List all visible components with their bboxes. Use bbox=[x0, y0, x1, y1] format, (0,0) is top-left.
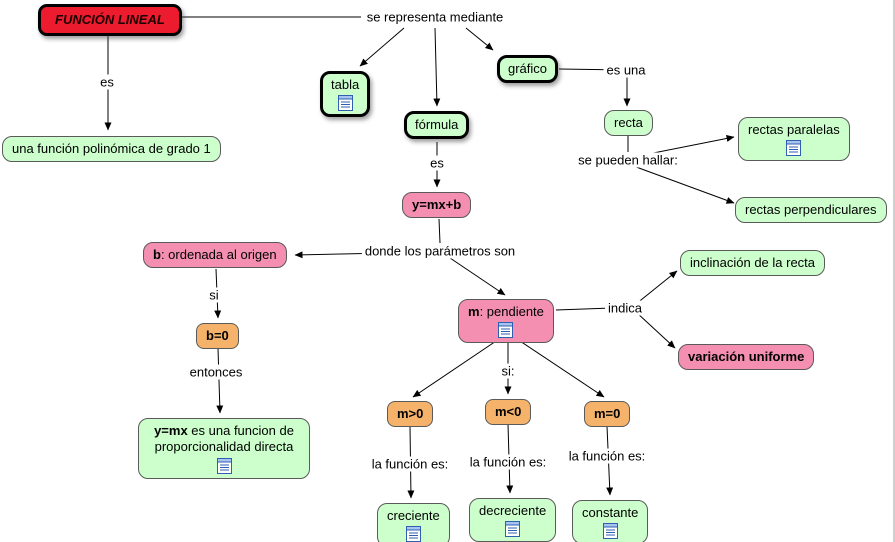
node-recta[interactable]: recta bbox=[604, 110, 653, 137]
edge-pendiente-to-indica bbox=[555, 307, 613, 311]
node-rectas-paralelas[interactable]: rectas paralelas bbox=[738, 117, 850, 162]
node-funcion-lineal[interactable]: FUNCIÓN LINEAL bbox=[38, 4, 182, 37]
node-ymxb[interactable]: y=mx+b bbox=[402, 192, 472, 219]
link-label-se-representa[interactable]: se representa mediante bbox=[363, 9, 507, 25]
link-label-es-izquierda[interactable]: es bbox=[97, 74, 117, 90]
node-polinomica[interactable]: una función polinómica de grado 1 bbox=[2, 136, 221, 163]
resource-icon[interactable] bbox=[786, 140, 802, 157]
edge-phrase-to-formula bbox=[433, 27, 441, 107]
link-label-es-formula[interactable]: es bbox=[427, 155, 447, 171]
edge-hallar-to-perpendiculares bbox=[627, 163, 735, 204]
node-m-igual-0[interactable]: m=0 bbox=[584, 401, 631, 428]
node-m-pendiente[interactable]: m: pendiente bbox=[458, 299, 554, 344]
node-grafico[interactable]: gráfico bbox=[497, 55, 559, 84]
node-m-mayor-0[interactable]: m>0 bbox=[387, 401, 434, 428]
resource-icon[interactable] bbox=[505, 521, 521, 538]
link-label-es-una[interactable]: es una bbox=[603, 62, 649, 78]
node-variacion-uniforme[interactable]: variación uniforme bbox=[678, 344, 815, 371]
edge-donde-to-pendiente bbox=[449, 257, 506, 296]
edge-phrase-to-grafico bbox=[465, 27, 494, 51]
node-ymx-proporcionalidad[interactable]: y=mx es una funcion de proporcionalidad … bbox=[138, 418, 310, 479]
node-decreciente[interactable]: decreciente bbox=[469, 498, 557, 542]
resource-icon[interactable] bbox=[498, 322, 514, 339]
resource-icon[interactable] bbox=[337, 95, 353, 112]
edge-ymxb-to-donde bbox=[438, 218, 441, 244]
node-constante[interactable]: constante bbox=[572, 500, 649, 542]
resource-icon[interactable] bbox=[405, 526, 421, 542]
node-tabla[interactable]: tabla bbox=[320, 71, 371, 118]
edge-pendiente-to-migual bbox=[507, 332, 605, 398]
resource-icon[interactable] bbox=[216, 457, 232, 474]
link-label-entonces[interactable]: entonces bbox=[186, 364, 246, 380]
edge-indica-to-variacion bbox=[635, 311, 676, 349]
node-b0[interactable]: b=0 bbox=[196, 323, 239, 350]
edge-indica-to-inclinacion bbox=[635, 270, 678, 305]
link-label-se-pueden-hallar[interactable]: se pueden hallar: bbox=[575, 152, 681, 168]
node-formula[interactable]: fórmula bbox=[404, 111, 470, 140]
node-b-ordenada[interactable]: b: ordenada al origen bbox=[143, 242, 287, 269]
edge-b0-to-ymx bbox=[216, 347, 224, 414]
edge-pendiente-to-mmayor bbox=[412, 332, 509, 398]
link-label-si-m[interactable]: si: bbox=[498, 363, 518, 379]
edge-phrase-to-tabla bbox=[359, 27, 405, 67]
node-rectas-perpendiculares[interactable]: rectas perpendiculares bbox=[735, 197, 887, 224]
node-inclinacion[interactable]: inclinación de la recta bbox=[680, 250, 826, 277]
node-m-menor-0[interactable]: m<0 bbox=[485, 399, 532, 426]
link-label-si-b[interactable]: si bbox=[206, 287, 222, 303]
resource-icon[interactable] bbox=[602, 523, 618, 540]
link-label-la-funcion-es-2[interactable]: la función es: bbox=[466, 454, 550, 470]
link-label-indica[interactable]: indica bbox=[605, 300, 645, 316]
node-creciente[interactable]: creciente bbox=[377, 503, 450, 542]
link-label-la-funcion-es-3[interactable]: la función es: bbox=[565, 448, 649, 464]
link-label-donde-parametros[interactable]: donde los parámetros son bbox=[361, 243, 519, 259]
link-label-la-funcion-es-1[interactable]: la función es: bbox=[368, 456, 452, 472]
